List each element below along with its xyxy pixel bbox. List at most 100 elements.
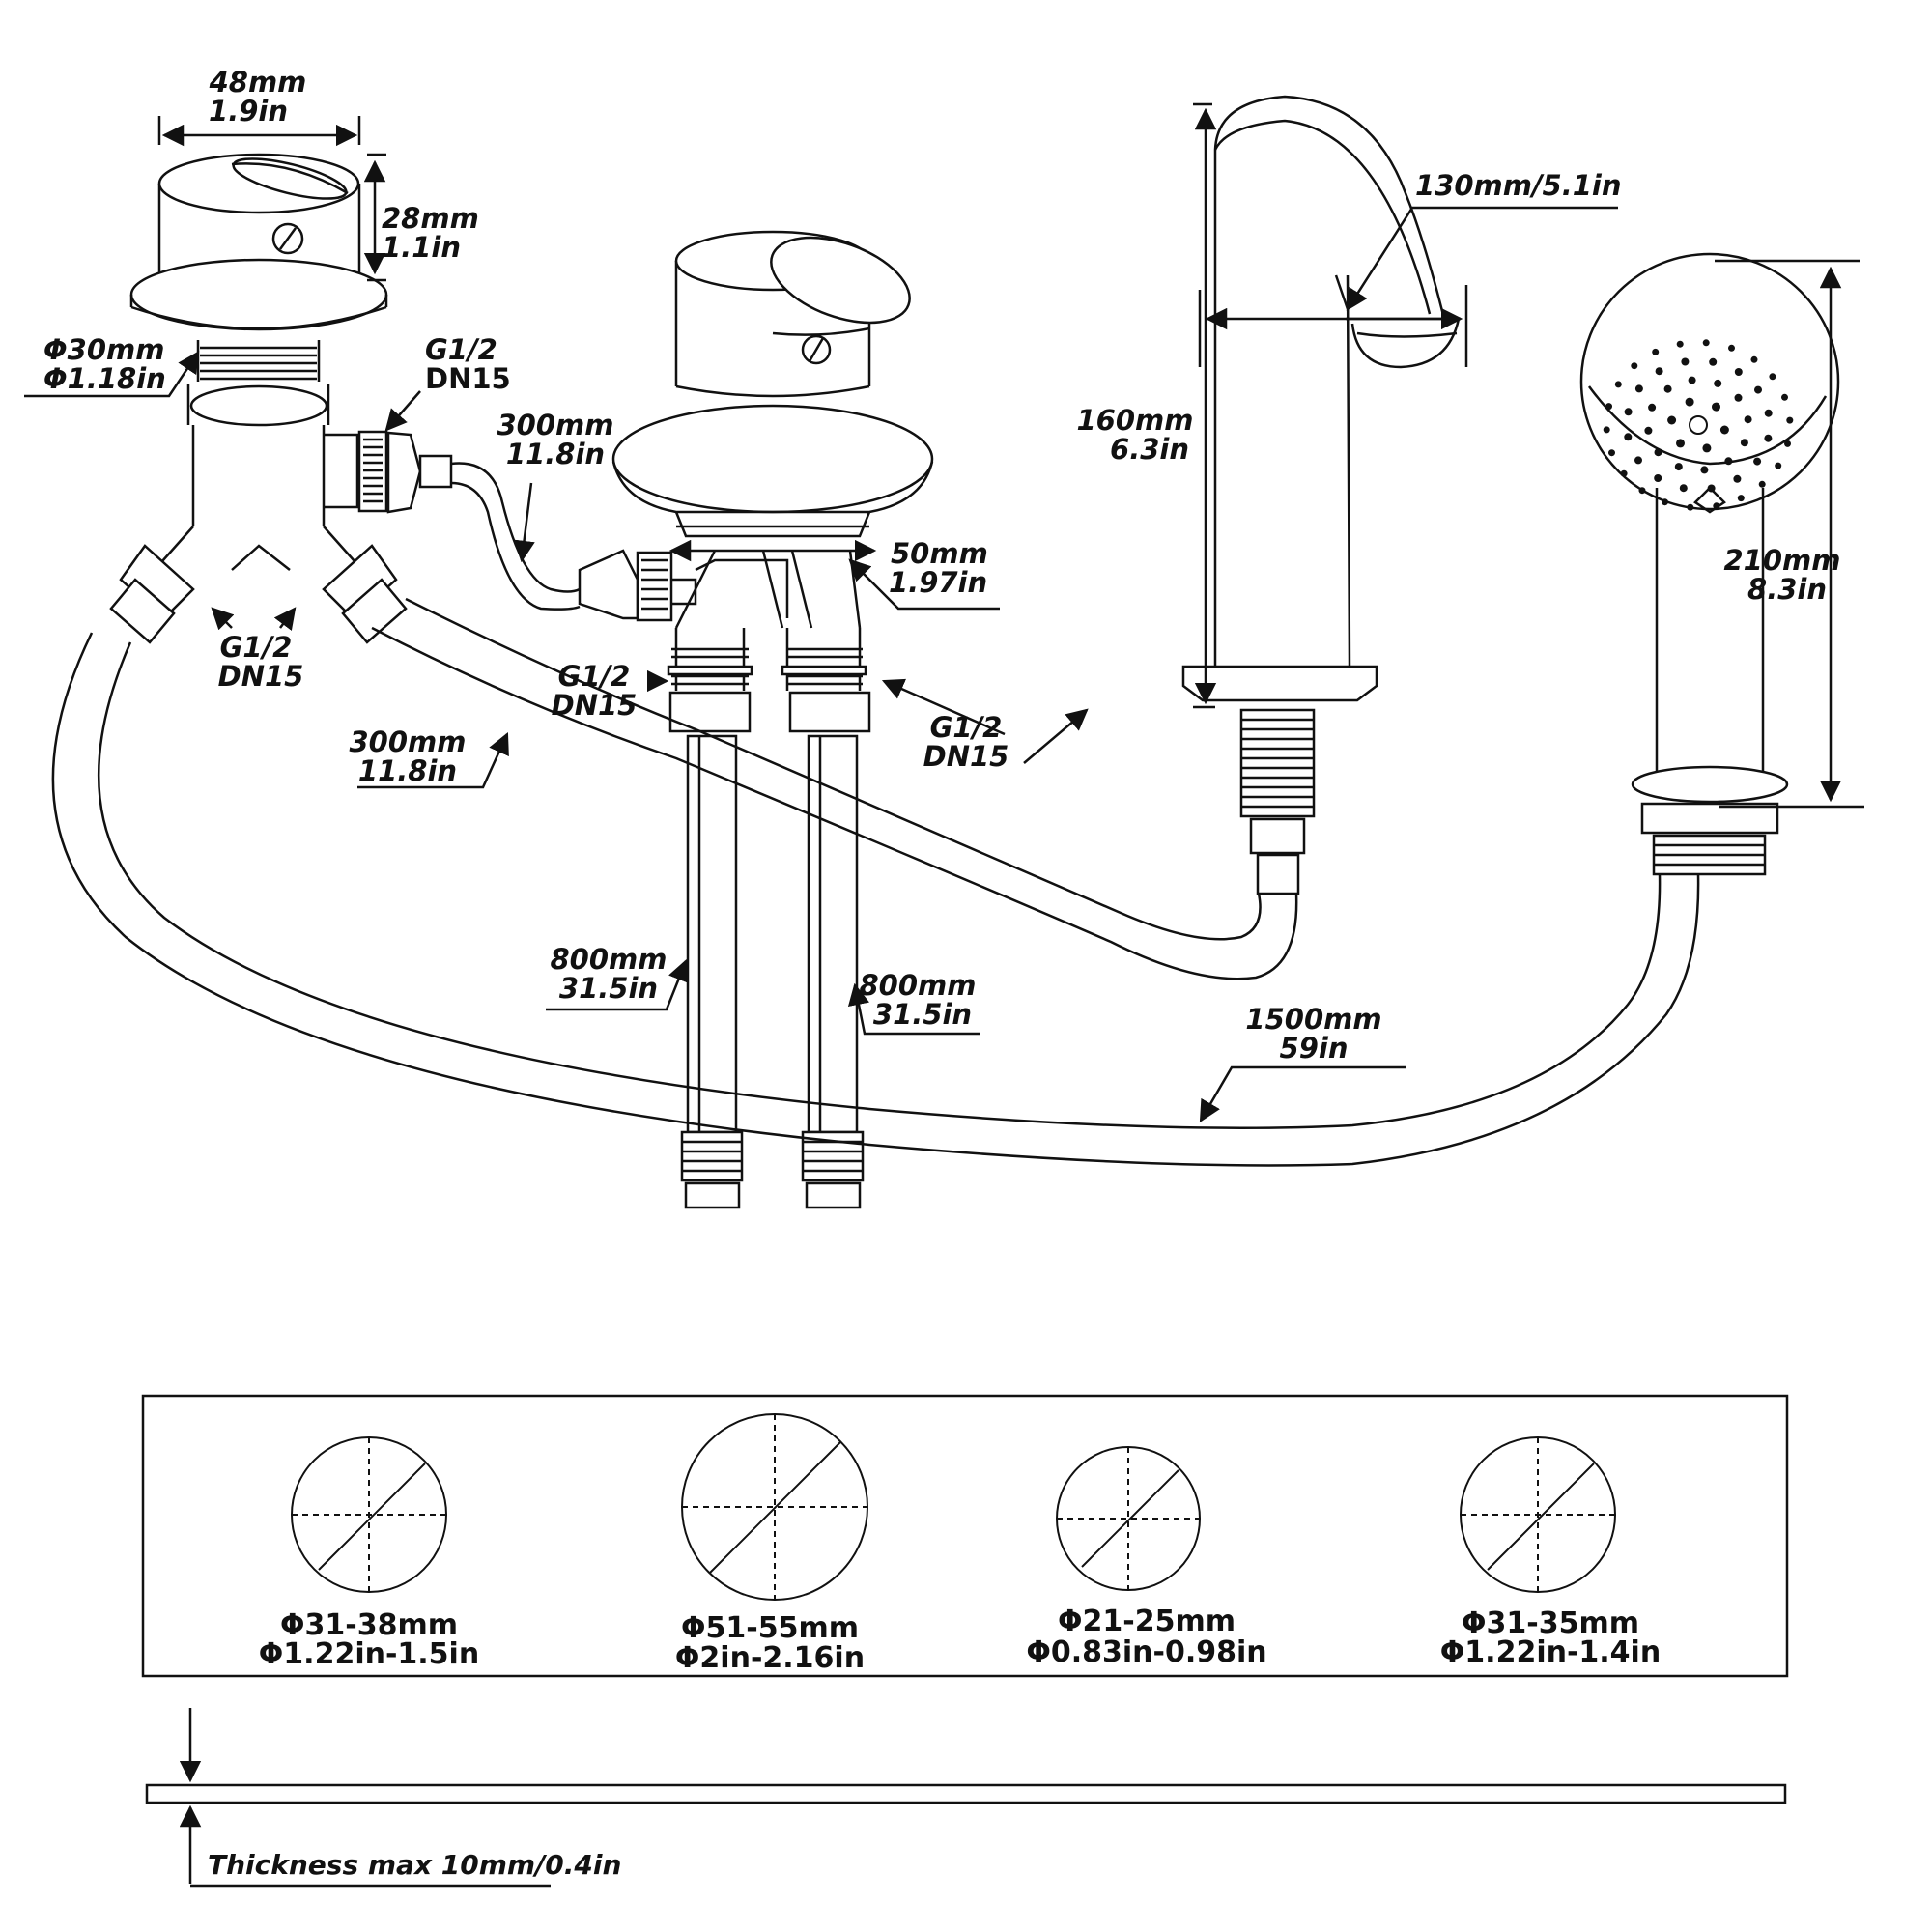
svg-text:Φ30mm: Φ30mm: [43, 333, 164, 366]
shower-nozzle-dot: [1608, 449, 1615, 457]
svg-text:59in: 59in: [1280, 1032, 1349, 1065]
shower-nozzle-dot: [1620, 469, 1628, 477]
shower-nozzle-dot: [1753, 457, 1762, 466]
shower-nozzle-dot: [1719, 425, 1729, 435]
label-supply-hose-left: 800mm 31.5in: [551, 943, 668, 1005]
svg-text:Φ31-35mm: Φ31-35mm: [1462, 1606, 1639, 1640]
shower-nozzle-dot: [1737, 495, 1745, 502]
hole-circle-4: [1460, 1436, 1616, 1593]
svg-text:Φ0.83in-0.98in: Φ0.83in-0.98in: [1026, 1635, 1266, 1669]
svg-text:G1/2: G1/2: [558, 660, 631, 693]
hole-circle-2: [681, 1413, 868, 1601]
shower-nozzle-dot: [1764, 434, 1773, 442]
diverter-valve: [109, 153, 453, 644]
shower-nozzle-dot: [1654, 448, 1662, 457]
diverter-hoses: [51, 597, 1700, 1167]
shower-nozzle-dot: [1733, 474, 1742, 483]
shower-nozzle-dot: [1713, 502, 1720, 510]
label-spout-reach: 130mm/5.1in: [1415, 169, 1622, 202]
svg-text:G1/2: G1/2: [425, 333, 497, 366]
shower-nozzle-dot: [1681, 357, 1690, 366]
dimension-lines: [24, 102, 1864, 1122]
hole-label-4: Φ31-35mm Φ1.22in-1.4in: [1440, 1606, 1661, 1669]
svg-text:DN15: DN15: [218, 660, 304, 693]
countertop-plate: [145, 1783, 1787, 1804]
shower-nozzle-dot: [1624, 433, 1633, 441]
svg-text:Φ31-38mm: Φ31-38mm: [280, 1608, 458, 1642]
label-supply-hose-right: 800mm 31.5in: [860, 969, 977, 1031]
label-thickness: Thickness max 10mm/0.4in: [208, 1849, 621, 1881]
hole-label-1: Φ31-38mm Φ1.22in-1.5in: [259, 1608, 479, 1671]
supply-hoses: [680, 734, 865, 1209]
label-hose-short-b: 300mm 11.8in: [350, 725, 467, 787]
svg-text:Φ1.22in-1.4in: Φ1.22in-1.4in: [1440, 1635, 1661, 1669]
shower-nozzle-dot: [1614, 381, 1622, 388]
hole-label-3: Φ21-25mm Φ0.83in-0.98in: [1026, 1605, 1266, 1669]
shower-nozzle-dot: [1655, 367, 1663, 376]
svg-text:6.3in: 6.3in: [1110, 433, 1189, 466]
shower-nozzle-dot: [1676, 340, 1684, 348]
shower-nozzle-dot: [1714, 379, 1722, 387]
label-spout-height: 160mm 6.3in: [1077, 404, 1194, 466]
shower-nozzle-dot: [1786, 416, 1794, 424]
shower-nozzle-dot: [1648, 403, 1657, 412]
shower-nozzle-dot: [1754, 385, 1762, 394]
label-handshower-length: 210mm 8.3in: [1724, 544, 1841, 606]
shower-nozzle-dot: [1603, 426, 1610, 434]
shower-nozzle-dot: [1709, 357, 1718, 366]
label-shower-hose: 1500mm 59in: [1245, 1003, 1381, 1065]
shower-nozzle-dot: [1689, 415, 1708, 435]
svg-text:DN15: DN15: [552, 689, 638, 722]
svg-text:1.1in: 1.1in: [382, 231, 461, 264]
shower-nozzle-dot: [1728, 344, 1735, 352]
svg-text:DN15: DN15: [425, 362, 511, 395]
shower-nozzle-dot: [1758, 480, 1766, 488]
svg-text:Φ1.22in-1.5in: Φ1.22in-1.5in: [259, 1637, 479, 1671]
shower-nozzle-dot: [1702, 443, 1712, 453]
shower-nozzle-dot: [1775, 462, 1782, 469]
svg-text:50mm: 50mm: [891, 537, 988, 570]
shower-nozzle-dot: [1764, 409, 1773, 417]
label-hose-short-a: 300mm 11.8in: [497, 409, 614, 470]
shower-nozzle-dot: [1638, 487, 1646, 495]
svg-text:11.8in: 11.8in: [506, 438, 605, 470]
shower-nozzle-dot: [1734, 368, 1743, 376]
label-mixer-supply-port: G1/2 DN15: [923, 711, 1009, 773]
shower-nozzle-dot: [1654, 474, 1662, 482]
shower-nozzle-dot: [1700, 466, 1709, 474]
svg-text:160mm: 160mm: [1077, 404, 1194, 437]
shower-nozzle-dot: [1679, 484, 1688, 493]
svg-text:11.8in: 11.8in: [358, 754, 457, 787]
shower-nozzle-dot: [1750, 355, 1758, 363]
svg-text:31.5in: 31.5in: [873, 998, 972, 1031]
shower-nozzle-dot: [1667, 415, 1677, 425]
thickness-diagram: [145, 1708, 1787, 1888]
label-diverter-bottom-port: G1/2 DN15: [218, 631, 304, 693]
label-mixer-base: 50mm 1.97in: [889, 537, 988, 599]
shower-nozzle-dot: [1652, 348, 1660, 355]
shower-nozzle-dot: [1631, 362, 1638, 370]
shower-nozzle-dot: [1662, 498, 1668, 506]
hole-circles: [291, 1413, 1616, 1601]
hand-shower: [1579, 252, 1840, 876]
shower-nozzle-dot: [1769, 373, 1776, 381]
svg-text:Φ2in-2.16in: Φ2in-2.16in: [675, 1641, 865, 1675]
shower-nozzle-dot: [1644, 426, 1653, 435]
svg-text:8.3in: 8.3in: [1747, 573, 1827, 606]
shower-nozzle-dot: [1676, 439, 1685, 448]
shower-nozzles: [1603, 339, 1794, 511]
svg-text:Φ1.18in: Φ1.18in: [43, 362, 166, 395]
svg-text:31.5in: 31.5in: [559, 972, 658, 1005]
shower-nozzle-dot: [1702, 339, 1710, 347]
svg-text:800mm: 800mm: [551, 943, 668, 976]
shower-nozzle-dot: [1634, 456, 1642, 465]
svg-text:300mm: 300mm: [497, 409, 614, 441]
svg-text:1500mm: 1500mm: [1245, 1003, 1381, 1036]
svg-text:1.97in: 1.97in: [889, 566, 987, 599]
hole-circle-3: [1056, 1446, 1201, 1591]
svg-text:G1/2: G1/2: [930, 711, 1003, 744]
shower-nozzle-dot: [1712, 402, 1720, 412]
label-valve-width: 48mm 1.9in: [209, 66, 307, 128]
hole-circle-1: [291, 1436, 447, 1593]
